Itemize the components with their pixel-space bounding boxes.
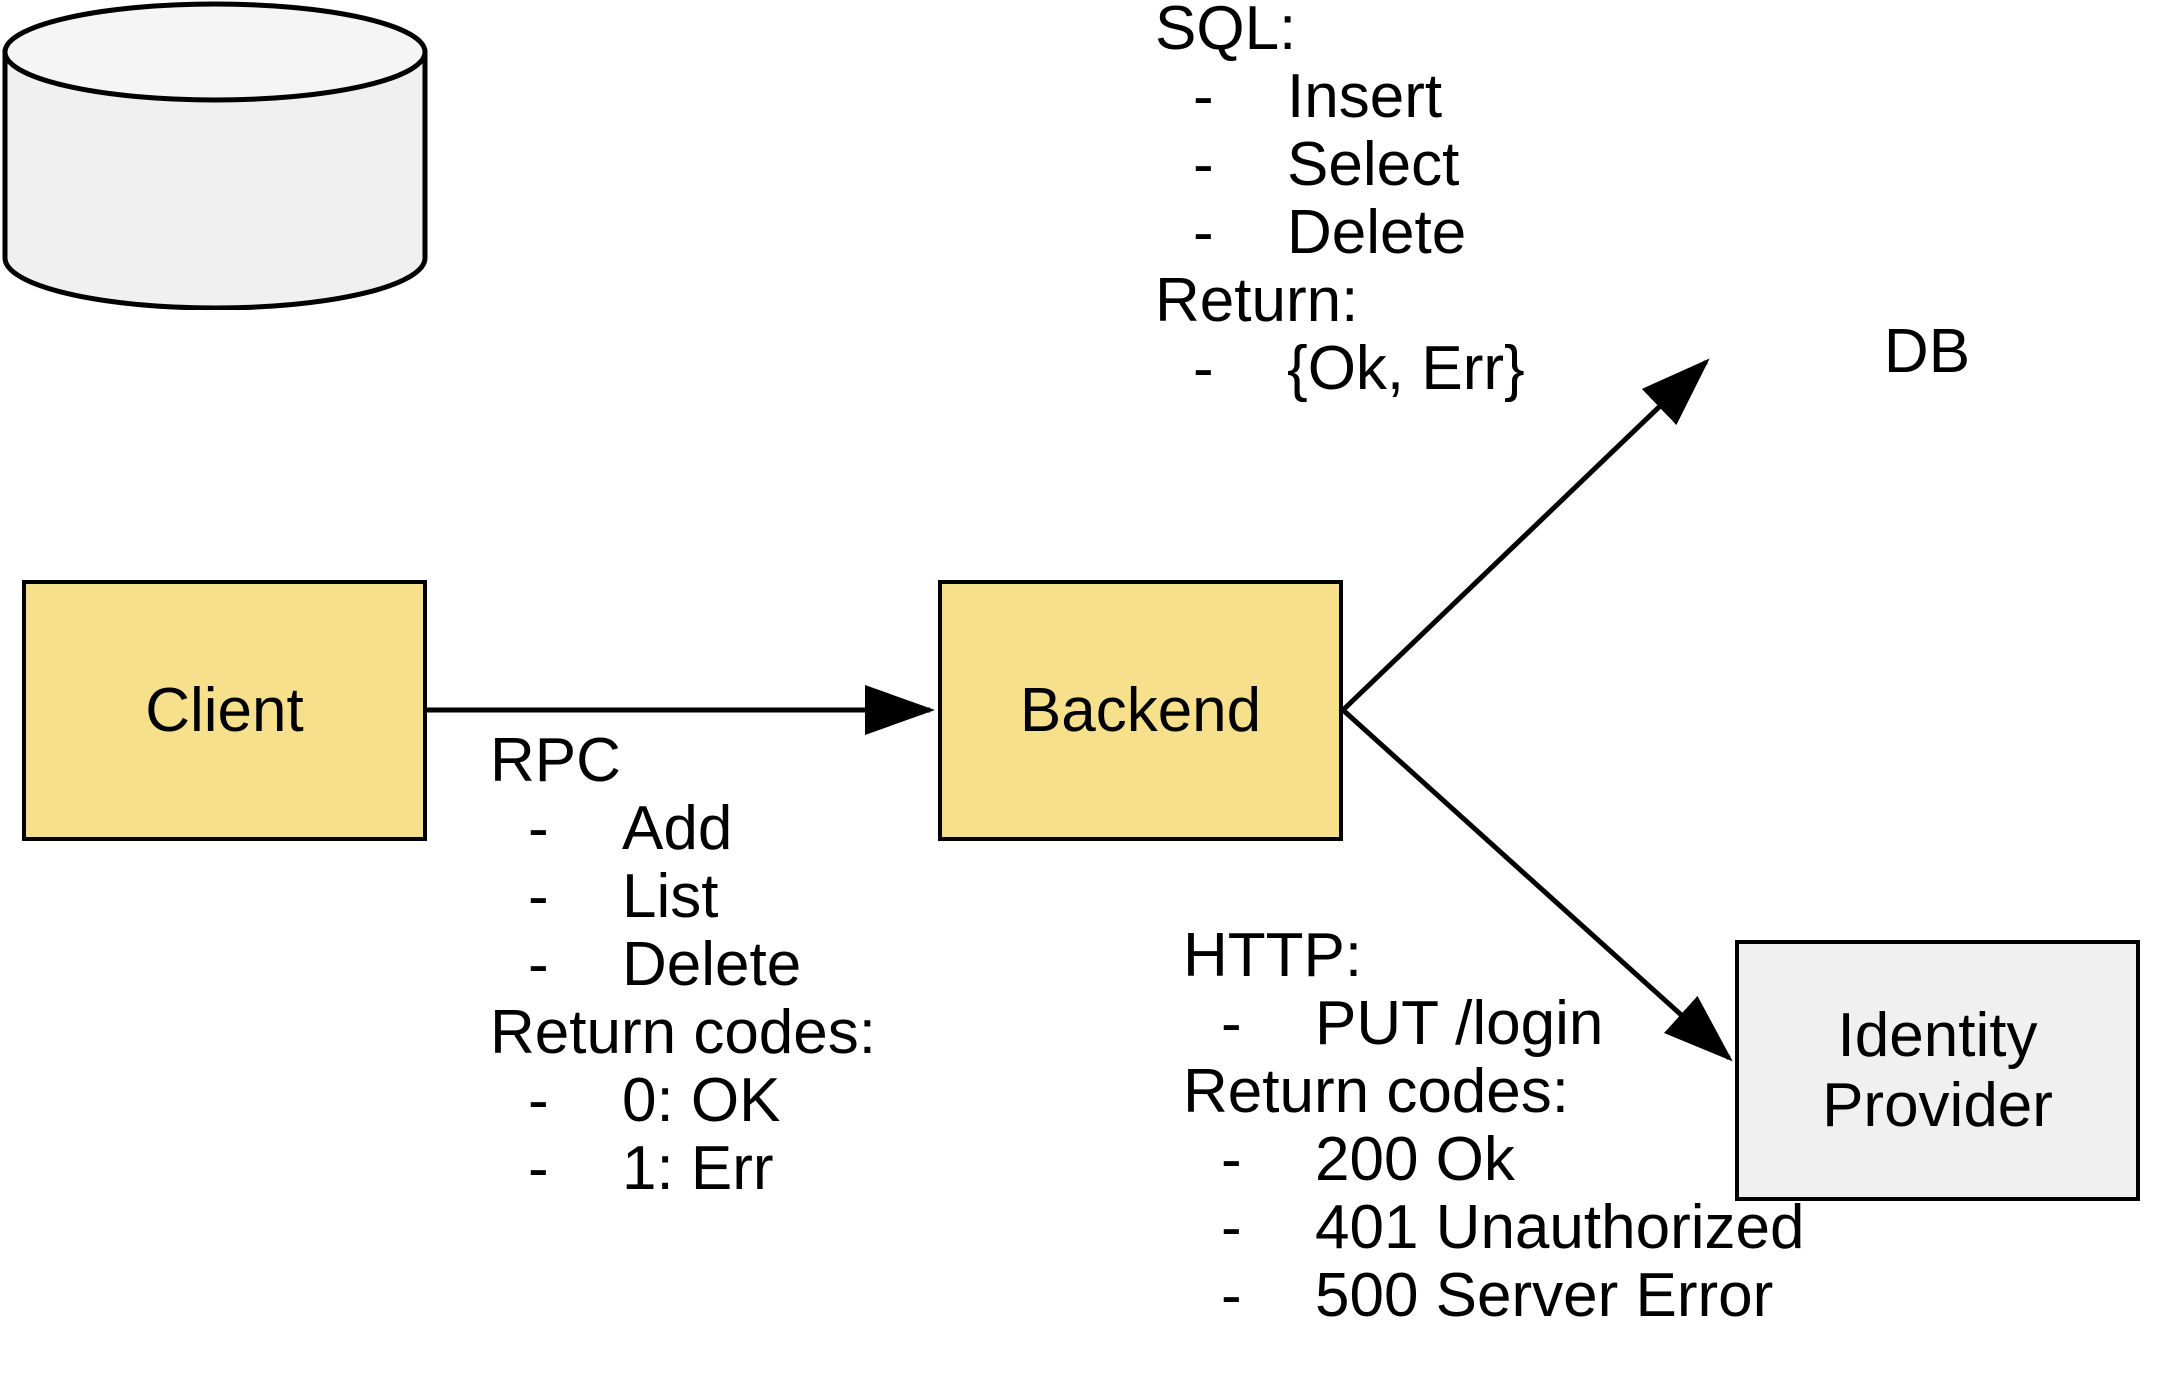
sql-method-row: - Delete [1155,202,1525,270]
bullet-dash-icon: - [1193,198,1214,267]
bullet-dash-icon: - [1193,130,1214,199]
bullet-dash-icon: - [1221,1261,1242,1330]
bullet-dash-icon: - [528,1134,549,1203]
bullet-dash-icon: - [528,862,549,931]
rpc-method-row: - List [490,866,876,934]
http-return-0: 200 Ok [1315,1125,1515,1194]
node-identity-provider-label: Identity Provider [1822,1001,2053,1140]
sql-return-row: - {Ok, Err} [1155,338,1525,406]
db-cylinder-top [2,1,428,103]
sql-method-row: - Insert [1155,66,1525,134]
rpc-method-row: - Delete [490,934,876,1002]
sql-returns-heading: Return: [1155,266,1359,335]
http-returns-heading: Return codes: [1183,1057,1569,1126]
http-return-row: - 200 Ok [1183,1129,1804,1197]
rpc-returns-heading: Return codes: [490,998,876,1067]
sql-method-row: - Select [1155,134,1525,202]
node-db-label-wrap: DB [1712,196,2142,506]
sql-method-2: Delete [1287,198,1467,267]
rpc-return-row: - 1: Err [490,1138,876,1206]
rpc-heading: RPC [490,726,621,795]
http-method-row: - PUT /login [1183,993,1804,1061]
bullet-dash-icon: - [1221,989,1242,1058]
rpc-method-2: Delete [622,930,802,999]
http-method-0: PUT /login [1315,989,1604,1058]
annotation-http: HTTP: - PUT /login Return codes: - 200 O… [1183,925,1804,1333]
sql-return-0: {Ok, Err} [1287,334,1525,403]
bullet-dash-icon: - [1221,1125,1242,1194]
sql-heading: SQL: [1155,0,1297,63]
node-backend-label: Backend [1019,675,1262,745]
node-identity-provider[interactable]: Identity Provider [1735,940,2140,1201]
http-return-1: 401 Unauthorized [1315,1193,1805,1262]
rpc-method-0: Add [622,794,733,863]
bullet-dash-icon: - [528,794,549,863]
node-client-label: Client [145,675,304,745]
edge-backend-to-db [1341,358,1710,712]
node-backend[interactable]: Backend [938,580,1343,841]
rpc-return-row: - 0: OK [490,1070,876,1138]
sql-method-1: Select [1287,130,1460,199]
annotation-rpc: RPC - Add - List - Delete Return codes: … [490,730,876,1206]
bullet-dash-icon: - [1193,334,1214,403]
bullet-dash-icon: - [1193,62,1214,131]
rpc-return-1: 1: Err [622,1134,774,1203]
bullet-dash-icon: - [528,1066,549,1135]
node-client[interactable]: Client [22,580,427,841]
annotation-sql: SQL: - Insert - Select - Delete Return: … [1155,0,1525,406]
rpc-method-1: List [622,862,719,931]
db-cylinder-body [2,49,428,311]
http-return-2: 500 Server Error [1315,1261,1774,1330]
bullet-dash-icon: - [528,930,549,999]
rpc-return-0: 0: OK [622,1066,781,1135]
http-return-row: - 401 Unauthorized [1183,1197,1804,1265]
http-return-row: - 500 Server Error [1183,1265,1804,1333]
node-db-label: DB [1883,316,1971,386]
http-heading: HTTP: [1183,921,1363,990]
bullet-dash-icon: - [1221,1193,1242,1262]
node-db[interactable] [0,0,430,311]
rpc-method-row: - Add [490,798,876,866]
sql-method-0: Insert [1287,62,1443,131]
